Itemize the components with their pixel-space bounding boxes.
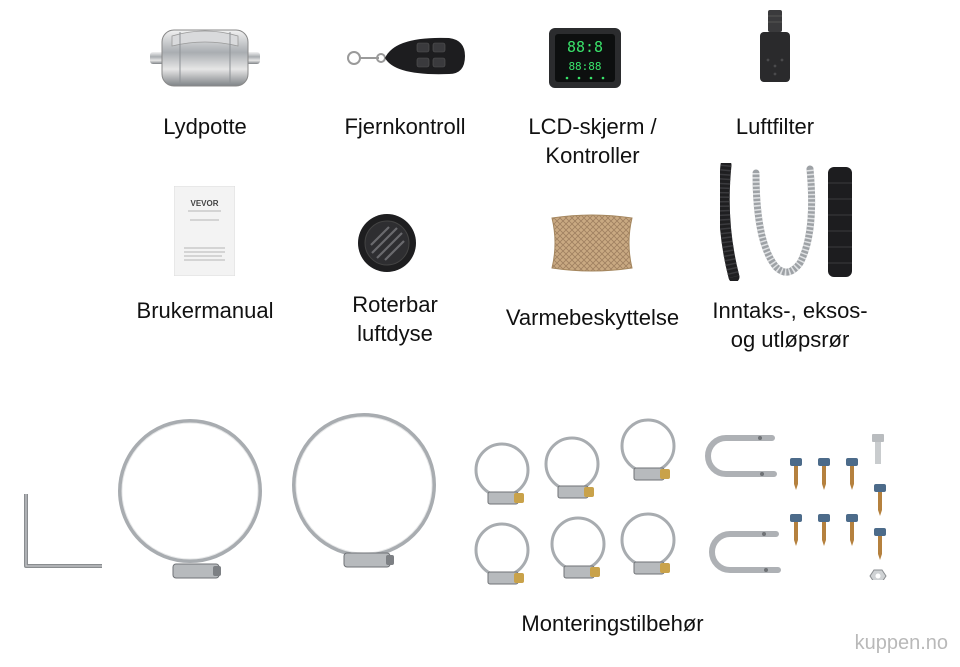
pipe-clips-image xyxy=(696,420,786,580)
lcd-controller-label-line1: LCD-skjerm / xyxy=(528,114,657,139)
user-manual-image: VEVOR xyxy=(174,186,235,276)
rotatable-vent-label-line1: Roterbar xyxy=(352,292,438,317)
heat-shield-image xyxy=(548,212,636,274)
lcd-controller-image: 88:8 88:88 xyxy=(549,28,621,88)
muffler-image xyxy=(150,22,260,90)
lcd-controller-label-line2: Kontroller xyxy=(545,143,640,168)
air-filter-image xyxy=(758,10,792,82)
remote-label: Fjernkontroll xyxy=(344,114,466,139)
mounting-accessories-label: Monteringstilbehør xyxy=(521,611,704,636)
rotatable-vent-image xyxy=(357,213,417,273)
muffler-label: Lydpotte xyxy=(163,114,247,139)
large-hose-clamp-2-image xyxy=(288,413,440,573)
user-manual-label: Brukermanual xyxy=(136,298,274,323)
allen-key-image xyxy=(20,490,106,572)
lcd-bottom-readout: 88:88 xyxy=(568,60,601,73)
pipes-image xyxy=(720,163,860,281)
watermark: kuppen.no xyxy=(854,632,948,654)
air-filter-label: Luftfilter xyxy=(735,114,815,139)
large-hose-clamp-1-image xyxy=(115,416,265,582)
lcd-top-readout: 88:8 xyxy=(567,38,603,56)
remote-image xyxy=(345,34,467,78)
manual-brand: VEVOR xyxy=(190,199,218,208)
small-hose-clamps-image xyxy=(470,412,700,597)
screws-and-bolts-image xyxy=(784,430,894,580)
rotatable-vent-label-line2: luftdyse xyxy=(357,321,433,346)
pipes-label-line1: Inntaks-, eksos- xyxy=(712,298,868,323)
pipes-label-line2: og utløpsrør xyxy=(730,327,850,352)
heat-shield-label: Varmebeskyttelse xyxy=(505,305,680,330)
